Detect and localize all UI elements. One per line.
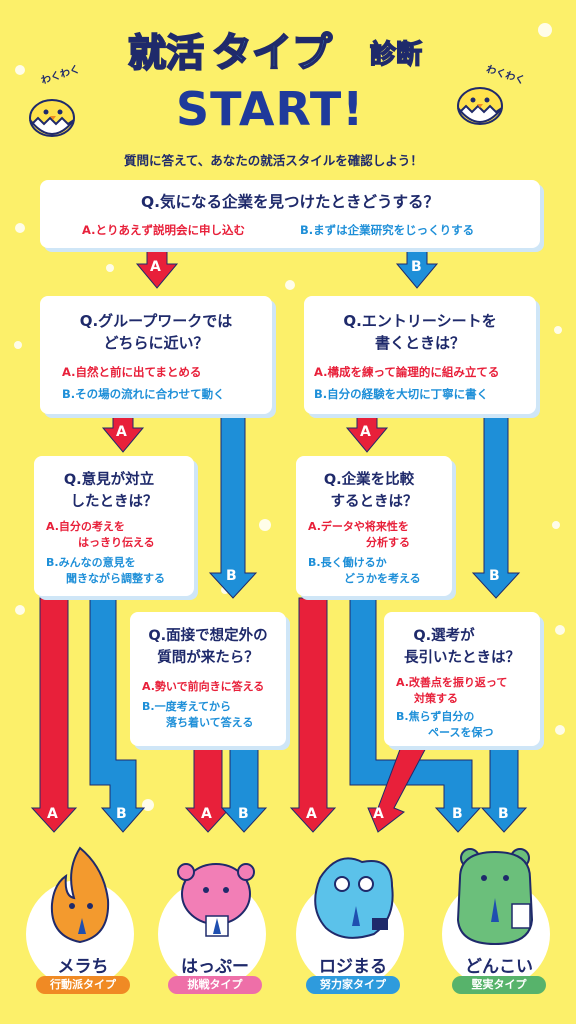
arrow-q7-a	[367, 743, 429, 833]
question-1-box: Q.気になる企業を見つけたときどうする？ A.とりあえず説明会に申し込む B.ま…	[40, 180, 540, 248]
question-1-option-b: B.まずは企業研究をじっくりする	[300, 223, 475, 237]
question-5-option-b-line2: どうかを考える	[344, 572, 421, 585]
question-7-box: Q.選考が 長引いたときは？ A.改善点を振り返って 対策する B.焦らず自分の…	[384, 612, 540, 746]
arrow-q2-a	[101, 411, 145, 453]
arrow-q2-b	[208, 411, 258, 599]
subtitle: 質問に答えて、あなたの就活スタイルを確認しよう！	[124, 153, 423, 168]
question-6-box: Q.面接で想定外の 質問が来たら？ A.勢いで前向きに答える B.一度考えてから…	[130, 612, 286, 746]
question-7-option-a-line2: 対策する	[414, 692, 458, 705]
question-2-option-b: B.その場の流れに合わせて動く	[62, 387, 225, 401]
arrow-q4-b	[89, 597, 146, 833]
question-7-option-b-line2: ペースを保つ	[428, 726, 494, 739]
question-4-option-a-line1: A.自分の考えを	[46, 520, 125, 533]
question-7-line2: 長引いたときは？	[404, 650, 520, 666]
question-3-line2: 書くときは？	[374, 334, 465, 352]
question-3-option-a: A.構成を練って論理的に組み立てる	[314, 365, 500, 379]
chick-egg-left-icon	[16, 82, 80, 146]
question-6-option-a: A.勢いで前向きに答える	[142, 680, 265, 693]
question-2-line2: どちらに近い？	[103, 334, 209, 352]
result-type-badge-1: 行動派タイプ	[36, 976, 130, 994]
question-3-box: Q.エントリーシートを 書くときは？ A.構成を練って論理的に組み立てる B.自…	[304, 296, 536, 414]
label-a: A	[150, 259, 161, 275]
question-4-option-b-line2: 聞きながら調整する	[66, 572, 165, 585]
arrow-q6-a	[184, 743, 232, 833]
label-b: B	[489, 568, 500, 584]
label-b: B	[452, 806, 463, 822]
question-6-option-b-line1: B.一度考えてから	[142, 700, 232, 713]
result-name-1: メラち	[57, 957, 109, 977]
label-a: A	[360, 424, 371, 440]
question-4-box: Q.意見が対立 したときは？ A.自分の考えを はっきり伝える B.みんなの意見…	[34, 456, 194, 596]
question-5-line2: するときは？	[330, 494, 418, 510]
label-a: A	[201, 806, 212, 822]
question-3-line1: Q.エントリーシートを	[343, 312, 497, 330]
question-2-line1: Q.グループワークでは	[79, 312, 233, 330]
question-5-line1: Q.企業を比較	[323, 472, 415, 488]
result-type-badge-4: 堅実タイプ	[452, 976, 546, 994]
result-name-3: ロジまる	[319, 957, 387, 977]
question-7-line1: Q.選考が	[413, 628, 475, 644]
title-type: タイプ	[211, 29, 333, 77]
question-4-line1: Q.意見が対立	[63, 472, 155, 488]
label-b: B	[498, 806, 509, 822]
question-7-option-b-line1: B.焦らず自分の	[396, 710, 475, 723]
question-3-option-b: B.自分の経験を大切に丁寧に書く	[314, 387, 489, 401]
arrow-q3-b	[471, 411, 521, 599]
arrow-q1-a	[135, 244, 179, 289]
question-2-box: Q.グループワークでは どちらに近い？ A.自然と前に出てまとめる B.その場の…	[40, 296, 272, 414]
result-type-badge-2: 挑戦タイプ	[168, 976, 262, 994]
question-5-option-a-line2: 分析する	[366, 536, 410, 549]
arrow-q7-b	[480, 743, 528, 833]
title-shu-katsu: 就活	[127, 30, 205, 76]
question-5-box: Q.企業を比較 するときは？ A.データや将来性を 分析する B.長く働けるか …	[296, 456, 452, 596]
result-type-badge-3: 努力家タイプ	[306, 976, 400, 994]
question-6-line1: Q.面接で想定外の	[148, 628, 268, 644]
label-a: A	[116, 424, 127, 440]
label-a: A	[373, 806, 384, 822]
arrow-q5-b	[349, 597, 482, 833]
arrow-q4-a	[30, 597, 78, 833]
label-a: A	[306, 806, 317, 822]
result-name-4: どんこい	[465, 957, 533, 977]
question-1-option-a: A.とりあえず説明会に申し込む	[82, 223, 245, 237]
start-title: START!	[176, 82, 365, 136]
label-a: A	[47, 806, 58, 822]
result-name-2: はっぷー	[181, 957, 249, 977]
question-6-line2: 質問が来たら？	[157, 650, 259, 666]
arrow-q3-a	[345, 411, 389, 453]
question-4-option-b-line1: B.みんなの意見を	[46, 556, 136, 569]
arrow-q1-b	[395, 244, 439, 289]
question-1-text: Q.気になる企業を見つけたときどうする？	[140, 193, 440, 211]
label-b: B	[411, 259, 422, 275]
arrow-q5-a	[289, 597, 337, 833]
label-b: B	[238, 806, 249, 822]
question-4-line2: したときは？	[70, 494, 158, 510]
question-5-option-a-line1: A.データや将来性を	[308, 520, 409, 533]
question-7-option-a-line1: A.改善点を振り返って	[396, 676, 508, 689]
question-2-option-a: A.自然と前に出てまとめる	[62, 365, 202, 379]
arrow-q6-b	[220, 743, 268, 833]
title-shindan: 診断	[369, 39, 423, 71]
question-5-option-b-line1: B.長く働けるか	[308, 556, 387, 569]
question-4-option-a-line2: はっきり伝える	[78, 536, 155, 549]
chick-egg-right-icon	[448, 70, 512, 134]
label-b: B	[226, 568, 237, 584]
question-6-option-b-line2: 落ち着いて答える	[166, 716, 254, 729]
label-b: B	[116, 806, 127, 822]
